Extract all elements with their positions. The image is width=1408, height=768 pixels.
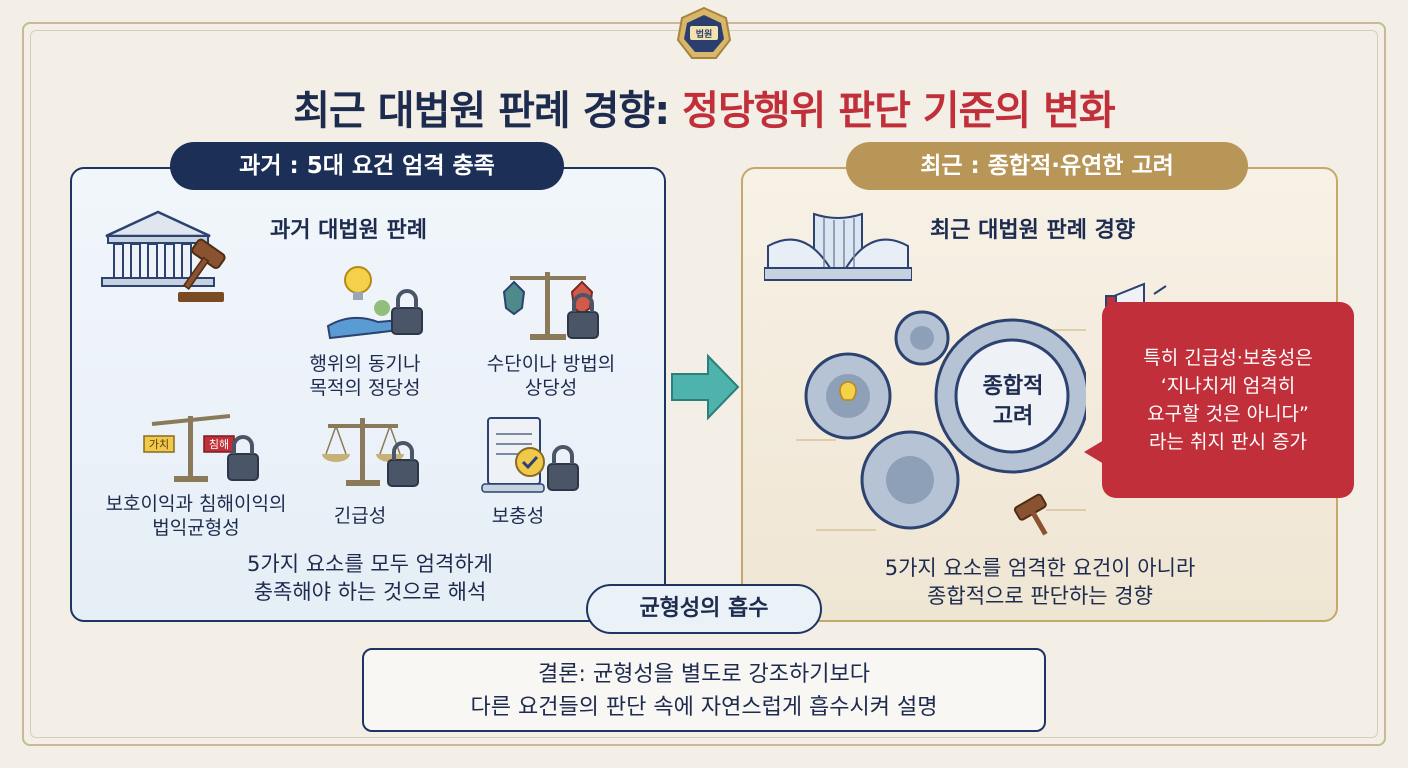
gears-icon <box>796 310 1086 536</box>
title-part1: 최근 대법원 판례 경향: <box>293 88 683 134</box>
callout-line2: ‘지나치게 엄격히 <box>1160 375 1296 397</box>
seal-text: 법원 <box>696 28 713 40</box>
item-motive-line2: 목적의 정당성 <box>309 377 421 399</box>
key-point-callout: 특히 긴급성·보충성은 ‘지나치게 엄격히 요구할 것은 아니다” 라는 취지 … <box>1102 302 1354 498</box>
scale-lock-icon <box>322 418 419 487</box>
gear-line1: 종합적 <box>982 374 1044 399</box>
past-desc-line1: 5가지 요소를 모두 엄격하게 <box>247 552 493 576</box>
recent-pill: 최근 : 종합적·유연한 고려 <box>846 142 1248 190</box>
scale-shields-lock-icon <box>502 272 599 340</box>
callout-tail <box>1084 440 1104 464</box>
item-balance-line1: 보호이익과 침해이익의 <box>105 493 287 515</box>
item-motive-line1: 행위의 동기나 <box>309 353 421 375</box>
callout-line3: 요구할 것은 아니다” <box>1147 403 1309 425</box>
transition-arrow-icon <box>671 353 740 421</box>
conclusion-line1: 결론: 균형성을 별도로 강조하기보다 <box>538 662 870 687</box>
recent-heading: 최근 대법원 판례 경향 <box>930 218 1136 243</box>
item-urgency-label: 긴급성 <box>333 505 387 527</box>
callout-line4: 라는 취지 판시 증가 <box>1149 431 1307 453</box>
callout-line1: 특히 긴급성·보충성은 <box>1143 347 1313 369</box>
gear-line2: 고려 <box>992 404 1034 429</box>
balance-absorption-badge: 균형성의 흡수 <box>586 584 822 634</box>
page-title: 최근 대법원 판례 경향: 정당행위 판단 기준의 변화 <box>0 78 1408 136</box>
conclusion-box: 결론: 균형성을 별도로 강조하기보다 다른 요건들의 판단 속에 자연스럽게 … <box>362 648 1046 732</box>
recent-desc-line2: 종합적으로 판단하는 경향 <box>927 584 1153 608</box>
item-balance-line2: 법익균형성 <box>152 517 240 539</box>
title-part2: 정당행위 판단 기준의 변화 <box>682 88 1116 134</box>
recent-desc-line1: 5가지 요소를 엄격한 요건이 아니라 <box>884 556 1196 580</box>
past-desc-line2: 충족해야 하는 것으로 해석 <box>253 580 487 604</box>
item-means-line2: 상당성 <box>524 377 578 399</box>
scale-tag-a: 가치 <box>149 438 169 451</box>
court-seal-icon: 법원 <box>676 6 732 59</box>
past-pill: 과거 : 5대 요건 엄격 충족 <box>170 142 564 190</box>
lightbulb-hand-lock-icon <box>326 266 423 340</box>
item-supplementary-label: 보충성 <box>491 505 545 527</box>
courthouse-gavel-icon <box>101 210 226 302</box>
past-heading: 과거 대법원 판례 <box>270 218 427 243</box>
item-means-line1: 수단이나 방법의 <box>486 353 616 375</box>
document-check-lock-icon <box>481 417 579 493</box>
scale-tag-b: 침해 <box>209 437 229 451</box>
scale-balance-lock-icon: 가치 침해 <box>143 414 259 482</box>
modern-court-building-icon <box>764 212 912 281</box>
conclusion-line2: 다른 요건들의 판단 속에 자연스럽게 흡수시켜 설명 <box>470 695 938 720</box>
